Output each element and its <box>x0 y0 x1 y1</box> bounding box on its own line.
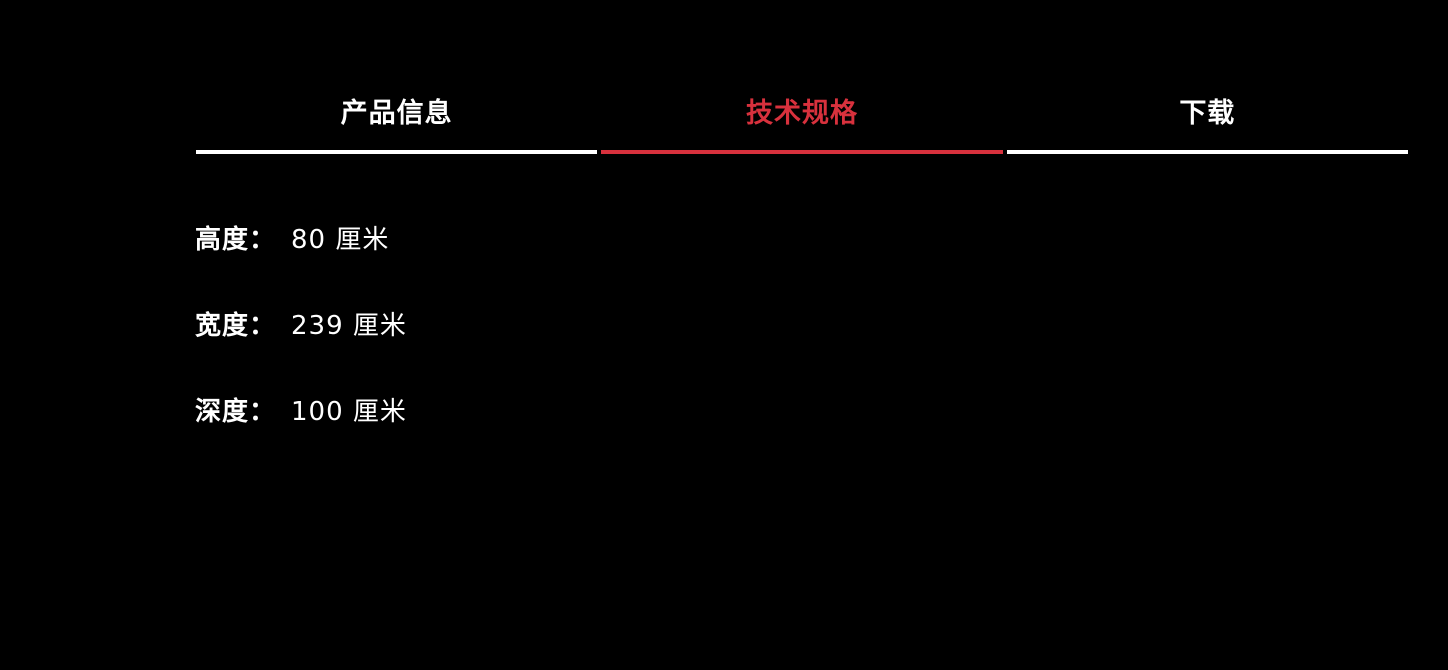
spec-row-depth: 深度： 100 厘米 <box>195 387 407 431</box>
tab-bar: 产品信息 技术规格 下载 <box>196 72 1408 154</box>
spec-value: 80 厘米 <box>291 224 390 255</box>
spec-value: 100 厘米 <box>291 396 407 427</box>
tab-tech-specs[interactable]: 技术规格 <box>601 72 1003 154</box>
spec-value: 239 厘米 <box>291 310 407 341</box>
tab-downloads[interactable]: 下载 <box>1006 72 1408 154</box>
spec-row-height: 高度： 80 厘米 <box>195 215 407 259</box>
tab-label: 下载 <box>1179 97 1236 129</box>
spec-label: 深度： <box>195 396 277 427</box>
tab-product-info[interactable]: 产品信息 <box>196 72 598 154</box>
tab-label: 产品信息 <box>340 97 453 129</box>
spec-label: 高度： <box>195 224 277 255</box>
spec-label: 宽度： <box>195 310 277 341</box>
spec-row-width: 宽度： 239 厘米 <box>195 301 407 345</box>
spec-list: 高度： 80 厘米 宽度： 239 厘米 深度： 100 厘米 <box>195 215 407 473</box>
tab-label: 技术规格 <box>745 97 858 129</box>
